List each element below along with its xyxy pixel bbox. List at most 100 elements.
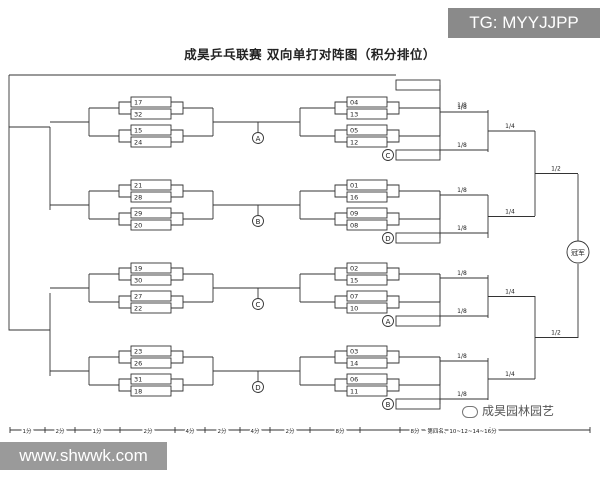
group-tag-right-label: C — [386, 152, 391, 160]
pair-bracket-left — [118, 378, 131, 392]
round-label-eighth: 1/8 — [457, 391, 467, 398]
round-label-eighth: 1/8 — [457, 104, 467, 111]
scale-label: 2分 — [144, 427, 153, 435]
group-tag-right-circle — [382, 398, 394, 410]
seed-number: 06 — [350, 376, 358, 384]
pair-bracket-left — [118, 350, 131, 364]
seed-number: 20 — [134, 222, 142, 230]
group-tag-left-circle — [252, 381, 264, 393]
round-label-eighth: 1/8 — [457, 102, 467, 109]
scale-label: 4分 — [251, 427, 260, 435]
round-label-quarter: 1/4 — [505, 371, 515, 378]
seed-number: 07 — [350, 293, 358, 301]
group-tag-left-label: C — [256, 301, 261, 309]
group-tag-right-label: A — [386, 318, 391, 326]
seed-number: 24 — [134, 139, 142, 147]
seed-number: 02 — [350, 265, 358, 273]
scale-label: 第四名、10~12~14~16分 — [427, 427, 497, 435]
seed-number: 27 — [134, 293, 142, 301]
seed-number: 22 — [134, 305, 142, 313]
qualifier-box — [395, 232, 441, 244]
seed-number: 21 — [134, 182, 142, 190]
group-tag-left-circle — [252, 132, 264, 144]
pair-bracket-right — [387, 267, 400, 281]
qualifier-box — [395, 398, 441, 410]
pair-bracket-right — [171, 101, 184, 115]
pair-bracket-right — [387, 129, 400, 143]
seed-number: 32 — [134, 111, 142, 119]
seed-number: 08 — [350, 222, 358, 230]
pair-bracket-left — [118, 267, 131, 281]
pair-bracket-right — [171, 295, 184, 309]
seed-number: 03 — [350, 348, 358, 356]
group-tag-left-circle — [252, 298, 264, 310]
pair-bracket-left — [334, 101, 347, 115]
seed-number: 15 — [350, 277, 358, 285]
qualifier-box — [395, 79, 441, 91]
pair-bracket-right — [171, 212, 184, 226]
group-tag-left-label: B — [256, 218, 261, 226]
scale-label: 1分 — [93, 427, 102, 435]
pair-bracket-right — [387, 184, 400, 198]
round-label-eighth: 1/8 — [457, 187, 467, 194]
pair-bracket-right — [171, 350, 184, 364]
seed-number: 09 — [350, 210, 358, 218]
watermark-top: TG: MYYJJPP — [448, 8, 600, 38]
seed-number: 31 — [134, 376, 142, 384]
seed-number: 18 — [134, 388, 142, 396]
pair-bracket-left — [118, 295, 131, 309]
pair-bracket-left — [334, 184, 347, 198]
champion-circle — [566, 240, 590, 264]
seed-number: 29 — [134, 210, 142, 218]
pair-bracket-left — [118, 212, 131, 226]
qualifier-box — [395, 315, 441, 327]
round-label-quarter: 1/4 — [505, 289, 515, 296]
group-tag-left-label: A — [256, 135, 261, 143]
pair-bracket-left — [334, 129, 347, 143]
scale-label: 8分 — [411, 427, 420, 435]
scale-label: 2分 — [218, 427, 227, 435]
round-label-eighth: 1/8 — [457, 270, 467, 277]
pair-bracket-left — [334, 212, 347, 226]
round-label-half: 1/2 — [551, 330, 561, 337]
wechat-logo-icon — [462, 405, 478, 418]
pair-bracket-right — [387, 350, 400, 364]
seed-number: 14 — [350, 360, 358, 368]
page-title: 成昊乒乓联赛 双向单打对阵图（积分排位） — [184, 47, 436, 62]
watermark-brand-text: 成昊园林园艺 — [482, 404, 555, 418]
watermark-bottom: www.shwwk.com — [0, 442, 167, 470]
seed-number: 23 — [134, 348, 142, 356]
pair-bracket-left — [118, 101, 131, 115]
seed-number: 05 — [350, 127, 358, 135]
seed-number: 10 — [350, 305, 358, 313]
group-tag-right-circle — [382, 149, 394, 161]
pair-bracket-right — [171, 129, 184, 143]
scale-label: 4分 — [186, 427, 195, 435]
seed-number: 11 — [350, 388, 358, 396]
round-label-quarter: 1/4 — [505, 123, 515, 130]
round-label-eighth: 1/8 — [457, 353, 467, 360]
champion-label: 冠军 — [571, 249, 585, 257]
scale-label: 1分 — [23, 427, 32, 435]
seed-number: 17 — [134, 99, 142, 107]
group-tag-left-label: D — [255, 384, 260, 392]
scale-label: 2分 — [286, 427, 295, 435]
round-label-eighth: 1/8 — [457, 308, 467, 315]
watermark-brand: 成昊园林园艺 — [462, 402, 554, 419]
seed-number: 19 — [134, 265, 142, 273]
group-tag-right-circle — [382, 315, 394, 327]
seed-number: 12 — [350, 139, 358, 147]
pair-bracket-right — [387, 295, 400, 309]
seed-number: 26 — [134, 360, 142, 368]
seed-number: 30 — [134, 277, 142, 285]
round-label-quarter: 1/4 — [505, 209, 515, 216]
pair-bracket-right — [387, 101, 400, 115]
outer-frame-line — [8, 126, 50, 331]
pair-bracket-right — [171, 184, 184, 198]
group-tag-right-label: D — [385, 235, 390, 243]
scale-label: 8分 — [336, 427, 345, 435]
group-tag-right-label: B — [386, 401, 391, 409]
pair-bracket-right — [171, 378, 184, 392]
round-label-half: 1/2 — [551, 166, 561, 173]
